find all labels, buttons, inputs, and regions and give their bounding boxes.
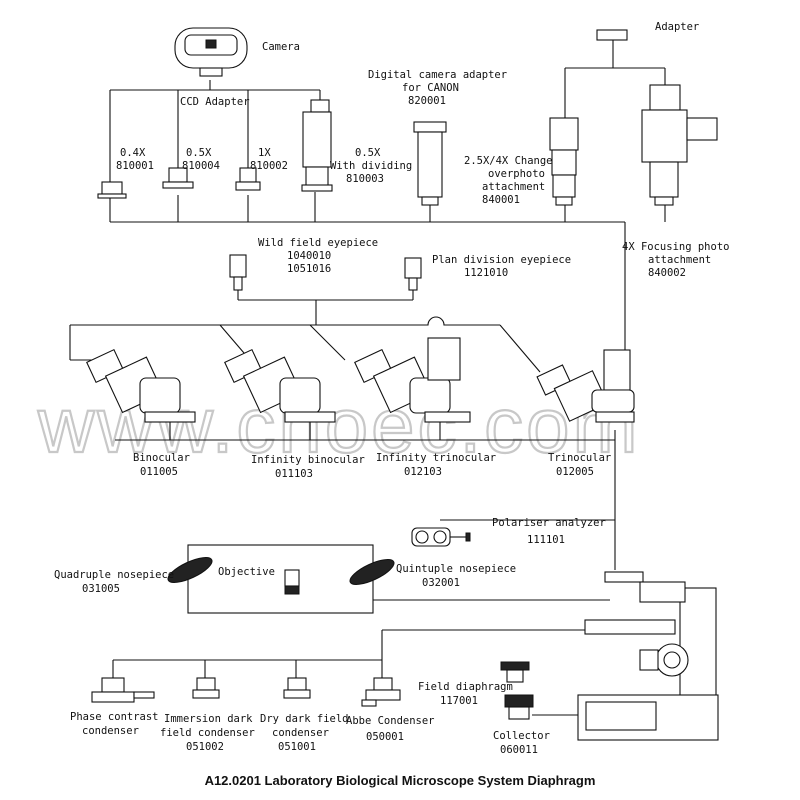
- wide-field-eyepiece-icon: [229, 254, 247, 291]
- quintuple-nosepiece-icon: [349, 559, 395, 585]
- phase-contrast-condenser-icon: [91, 677, 155, 703]
- diagram-caption: A12.0201 Laboratory Biological Microscop…: [205, 773, 596, 788]
- infinity-trinocular-label-2: 012103: [404, 466, 442, 478]
- quintuple-label-1: Quintuple nosepiece: [396, 563, 516, 575]
- dry-dark-field-condenser-icon: [283, 677, 311, 699]
- infinity-binocular-head-icon: [224, 348, 336, 423]
- field-diaphragm-label-2: 117001: [440, 695, 478, 707]
- digital-camera-adapter-icon: [413, 121, 447, 206]
- infinity-trinocular-label-1: Infinity trinocular: [376, 452, 496, 464]
- immersion-label-2: field condenser: [160, 727, 255, 739]
- focus-label-1: 4X Focusing photo: [622, 241, 729, 253]
- abbe-condenser-icon: [361, 677, 401, 707]
- dry-label-2: condenser: [272, 727, 329, 739]
- microscope-stand-icon: [577, 571, 719, 741]
- adapter-0-4x-icon: [97, 181, 127, 199]
- a05d-label-1: 0.5X: [355, 147, 381, 159]
- wide-label-2: 1040010: [287, 250, 331, 262]
- trinocular-head-icon: [536, 349, 635, 423]
- collector-label-2: 060011: [500, 744, 538, 756]
- polariser-label-2: 111101: [527, 534, 565, 546]
- trinocular-label-2: 012005: [556, 466, 594, 478]
- a05-label-1: 0.5X: [186, 147, 212, 159]
- camera-label: Camera: [262, 41, 300, 53]
- objective-label: Objective: [218, 566, 275, 578]
- wide-label-1: Wild field eyepiece: [258, 237, 378, 249]
- change-label-2: overphoto: [488, 168, 545, 180]
- immersion-dark-field-condenser-icon: [192, 677, 220, 699]
- dry-label-3: 051001: [278, 741, 316, 753]
- field-diaphragm-label-1: Field diaphragm: [418, 681, 513, 693]
- change-label-4: 840001: [482, 194, 520, 206]
- a04-label-1: 0.4X: [120, 147, 146, 159]
- immersion-label-1: Immersion dark: [164, 713, 253, 725]
- collector-icon: [504, 694, 534, 720]
- focus-label-3: 840002: [648, 267, 686, 279]
- wide-label-3: 1051016: [287, 263, 331, 275]
- change-label-3: attachment: [482, 181, 545, 193]
- dc-adapter-label-1: Digital camera adapter: [368, 69, 507, 81]
- abbe-label-1: Abbe Condenser: [346, 715, 435, 727]
- camera-icon: [174, 27, 248, 77]
- dc-adapter-label-2: for CANON: [402, 82, 459, 94]
- ccd-adapter-label: CCD Adapter: [180, 96, 250, 108]
- field-diaphragm-icon: [500, 661, 530, 683]
- a05d-label-2: With dividing: [330, 160, 412, 172]
- plan-label-2: 1121010: [464, 267, 508, 279]
- a04-label-2: 810001: [116, 160, 154, 172]
- adapter-1x-icon: [235, 167, 261, 191]
- adapter-0-5x-dividing-icon: [301, 99, 333, 192]
- adapter-0-5x-icon: [162, 167, 194, 189]
- connector-lines: [69, 40, 666, 716]
- abbe-label-2: 050001: [366, 731, 404, 743]
- quadruple-nosepiece-icon: [167, 557, 213, 583]
- phase-label-2: condenser: [82, 725, 139, 737]
- adapter-icon: [596, 29, 628, 41]
- labels: Camera CCD Adapter Digital camera adapte…: [54, 21, 729, 756]
- plan-label-1: Plan division eyepiece: [432, 254, 571, 266]
- objective-icon: [284, 569, 300, 595]
- collector-label-1: Collector: [493, 730, 550, 742]
- focusing-photo-attachment-icon: [641, 84, 718, 206]
- adapter-label: Adapter: [655, 21, 699, 33]
- trinocular-label-1: Trinocular: [548, 452, 611, 464]
- binocular-label-1: Binocular: [133, 452, 190, 464]
- plan-division-eyepiece-icon: [404, 257, 422, 291]
- quintuple-label-2: 032001: [422, 577, 460, 589]
- dc-adapter-label-3: 820001: [408, 95, 446, 107]
- a05-label-2: 810004: [182, 160, 220, 172]
- phase-label-1: Phase contrast: [70, 711, 159, 723]
- a1-label-2: 810002: [250, 160, 288, 172]
- a05d-label-3: 810003: [346, 173, 384, 185]
- binocular-head-icon: [86, 348, 196, 423]
- polariser-label-1: Polariser analyzer: [492, 517, 606, 529]
- quadruple-label-1: Quadruple nosepiece: [54, 569, 174, 581]
- quadruple-label-2: 031005: [82, 583, 120, 595]
- infinity-binocular-label-1: Infinity binocular: [251, 454, 365, 466]
- focus-label-2: attachment: [648, 254, 711, 266]
- infinity-trinocular-head-icon: [354, 337, 471, 423]
- change-label-1: 2.5X/4X Change: [464, 155, 553, 167]
- polariser-analyzer-icon: [411, 527, 471, 547]
- a1-label-1: 1X: [258, 147, 271, 159]
- immersion-label-3: 051002: [186, 741, 224, 753]
- infinity-binocular-label-2: 011103: [275, 468, 313, 480]
- dry-label-1: Dry dark field: [260, 713, 349, 725]
- binocular-label-2: 011005: [140, 466, 178, 478]
- change-overphoto-attachment-icon: [549, 117, 579, 206]
